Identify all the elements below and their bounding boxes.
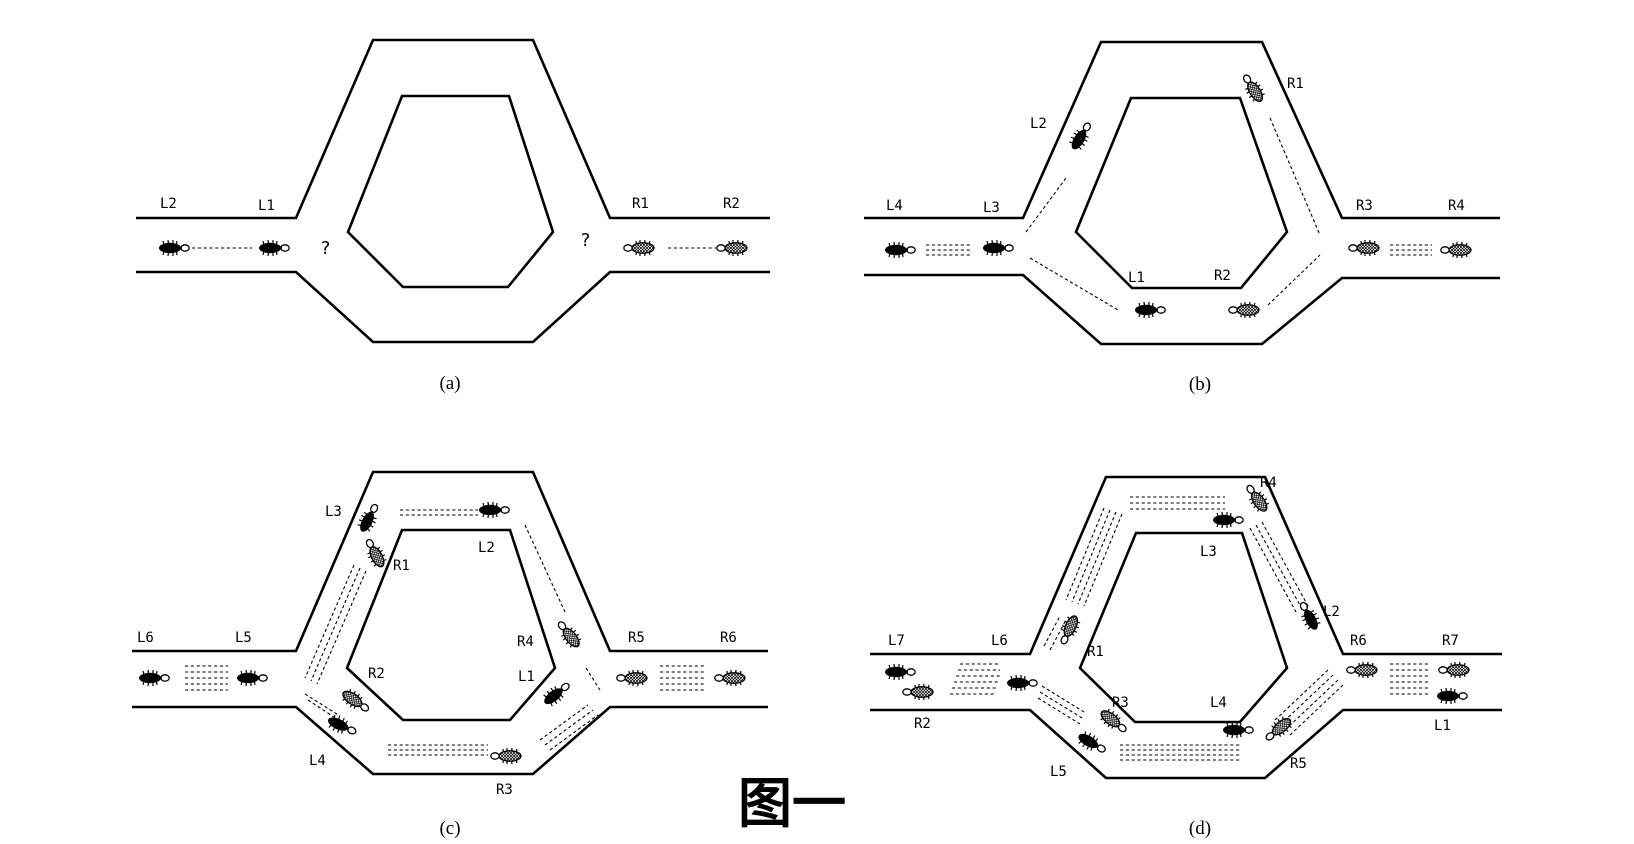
ant-solid xyxy=(884,663,916,681)
ants xyxy=(138,500,746,765)
ant-solid xyxy=(1006,674,1038,692)
ant-hatched xyxy=(552,616,585,652)
road-outline xyxy=(132,470,768,776)
ant-hatched xyxy=(1438,661,1470,679)
ant-label: R7 xyxy=(1442,633,1459,649)
ant-label: L4 xyxy=(1210,695,1227,711)
ant-label: R2 xyxy=(368,666,385,682)
ant-solid xyxy=(1065,118,1097,154)
ant-hatched xyxy=(714,669,746,687)
panel-caption: (c) xyxy=(439,818,460,839)
ant-solid xyxy=(982,239,1014,257)
ant-solid xyxy=(1134,301,1166,319)
ant-label: R2 xyxy=(1214,268,1231,284)
pheromone-trails xyxy=(926,117,1432,311)
ants xyxy=(884,480,1470,759)
panel-b: L4 L3 L2 L1 R1 R2 R3 R4 (b) xyxy=(864,40,1500,395)
ant-hatched xyxy=(338,685,374,718)
ants xyxy=(884,70,1472,319)
ant-solid xyxy=(138,669,170,687)
ant-label: R6 xyxy=(1350,633,1367,649)
ant-hatched xyxy=(623,239,655,257)
ant-label: L7 xyxy=(888,633,905,649)
unknown-mark: ? xyxy=(580,230,591,251)
ant-solid xyxy=(1436,687,1468,705)
ant-hatched xyxy=(360,535,390,571)
ant-label: L5 xyxy=(1050,764,1067,780)
ant-solid xyxy=(258,239,290,257)
panel-caption: (b) xyxy=(1189,374,1211,395)
ant-label: L2 xyxy=(1030,116,1047,132)
ant-label: L2 xyxy=(478,540,495,556)
ant-solid xyxy=(1222,721,1254,739)
ant-solid xyxy=(1212,511,1244,529)
ant-hatched xyxy=(1348,239,1380,257)
ant-label: R6 xyxy=(720,630,737,646)
ant-label: R1 xyxy=(632,196,649,212)
ant-label: R4 xyxy=(1260,475,1277,491)
unknown-mark: ? xyxy=(320,238,331,259)
ant-hatched xyxy=(616,669,648,687)
ant-hatched xyxy=(1237,70,1269,106)
ant-label: L3 xyxy=(325,504,342,520)
ant-hatched xyxy=(1440,241,1472,259)
ant-label: L6 xyxy=(991,633,1008,649)
ant-hatched xyxy=(902,683,934,701)
ant-label: R2 xyxy=(914,716,931,732)
ant-label: L1 xyxy=(258,198,275,214)
ant-solid xyxy=(884,241,916,259)
panel-d: L7 L6 R2 R1 R3 L5 L3 R4 L2 L4 R5 R6 R7 L… xyxy=(870,475,1502,839)
ant-label: R1 xyxy=(1287,76,1304,92)
ant-label: R3 xyxy=(1356,198,1373,214)
ant-label: L3 xyxy=(1200,544,1217,560)
ant-label: L6 xyxy=(137,630,154,646)
panel-caption: (a) xyxy=(439,373,460,394)
road-outline xyxy=(136,38,770,344)
ant-label: L1 xyxy=(1434,718,1451,734)
ant-label: R4 xyxy=(1448,198,1465,214)
ant-label: L4 xyxy=(309,753,326,769)
ant-label: R5 xyxy=(628,630,645,646)
pheromone-trails xyxy=(185,509,705,756)
road-outline xyxy=(864,40,1500,346)
ant-hatched xyxy=(1346,661,1378,679)
figure-title: 图一 xyxy=(738,772,846,835)
panel-caption: (d) xyxy=(1189,818,1211,839)
ant-label: R3 xyxy=(496,782,513,798)
ant-label: R5 xyxy=(1290,756,1307,772)
ant-label: L4 xyxy=(886,198,903,214)
ant-label: R3 xyxy=(1112,695,1129,711)
ant-label: L2 xyxy=(1323,604,1340,620)
ant-label: L1 xyxy=(1128,270,1145,286)
road-outline xyxy=(870,475,1502,780)
ant-hatched xyxy=(1228,301,1260,319)
ant-hatched xyxy=(716,239,748,257)
panel-c: L6 L5 L3 R1 L2 R4 L1 R2 L4 R3 R5 R6 (c) xyxy=(132,470,768,839)
ant-solid xyxy=(539,677,575,710)
ant-label: L3 xyxy=(983,200,1000,216)
ant-label: R1 xyxy=(1087,644,1104,660)
ant-label: L2 xyxy=(160,196,177,212)
panel-a: ? ? L2 L1 R1 R2 (a) xyxy=(136,38,770,394)
ant-label: R4 xyxy=(517,634,534,650)
ant-label: R2 xyxy=(723,196,740,212)
pheromone-trails xyxy=(950,496,1430,761)
ant-hatched xyxy=(1261,712,1296,746)
ant-solid xyxy=(158,239,190,257)
ant-solid xyxy=(236,669,268,687)
ant-solid xyxy=(478,501,510,519)
ant-label: L5 xyxy=(235,630,252,646)
ant-label: R1 xyxy=(393,558,410,574)
ant-hatched xyxy=(490,747,522,765)
ant-label: L1 xyxy=(518,669,535,685)
